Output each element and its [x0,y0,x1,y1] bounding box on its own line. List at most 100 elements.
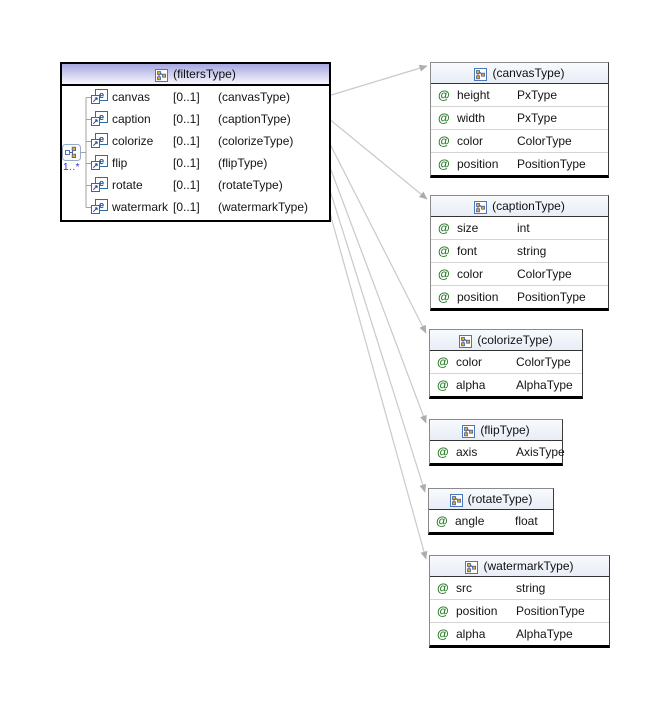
attribute-type: float [515,514,538,528]
element-type: (canvasType) [218,90,291,104]
occurrence-label: 1..* [63,162,81,173]
element-icon: e [91,199,108,214]
type-box-filtersType[interactable]: (filtersType) 1..* [60,62,331,222]
element-row-flip[interactable]: e flip [0..1] (flipType) [62,152,329,174]
attribute-icon: @ [438,88,450,102]
attribute-row[interactable]: @ size int [431,217,608,239]
type-box-title: (canvasType) [492,66,565,80]
attribute-name: size [457,221,479,235]
attribute-row[interactable]: @ color ColorType [431,262,608,285]
element-name: colorize [112,134,154,148]
element-name: watermark [112,200,169,214]
complex-type-icon [459,334,473,348]
attribute-name: color [456,355,483,369]
type-box-title: (flipType) [480,423,530,437]
sequence-compositor-icon[interactable] [62,144,81,161]
attribute-row[interactable]: @ height PxType [431,84,608,106]
attribute-row[interactable]: @ src string [430,577,609,599]
type-box-header[interactable]: (rotateType) [429,489,553,510]
element-row-canvas[interactable]: e canvas [0..1] (canvasType) [62,86,329,108]
type-box-header[interactable]: (flipType) [430,420,562,441]
attribute-type: PositionType [517,290,586,304]
element-name: flip [112,156,128,170]
attribute-row[interactable]: @ axis AxisType [430,441,565,463]
attribute-name: alpha [456,627,486,641]
connector-rotate [327,183,427,493]
element-name: canvas [112,90,151,104]
attribute-row[interactable]: @ position PositionType [430,599,609,622]
attribute-type: string [516,581,546,595]
attribute-icon: @ [437,355,449,369]
complex-type-icon [465,560,479,574]
filters-box-body: 1..* e canvas [0..1] (canvasType) [62,86,329,220]
svg-text:e: e [99,200,104,211]
svg-text:e: e [99,178,104,189]
element-type: (flipType) [218,156,268,170]
attribute-icon: @ [437,378,449,392]
svg-text:e: e [99,90,104,101]
element-type: (colorizeType) [218,134,294,148]
element-cardinality: [0..1] [173,156,200,170]
type-box-title: (watermarkType) [483,559,574,573]
type-box-header[interactable]: (canvasType) [431,63,608,84]
filters-box-header[interactable]: (filtersType) [62,64,329,86]
type-box-header[interactable]: (captionType) [431,196,608,217]
element-icon: e [91,111,108,126]
attribute-icon: @ [438,244,450,258]
attribute-type: AxisType [516,445,565,459]
element-icon: e [91,177,108,192]
attribute-name: position [457,290,499,304]
connector-flip [327,161,427,424]
attribute-row[interactable]: @ alpha AlphaType [430,373,582,396]
attribute-name: axis [456,445,478,459]
element-row-watermark[interactable]: e watermark [0..1] (watermarkType) [62,196,329,218]
attribute-type: AlphaType [516,378,573,392]
complex-type-icon [155,68,169,82]
attribute-name: color [457,134,484,148]
type-box-flipType[interactable]: (flipType) @ axis AxisType [429,419,565,466]
complex-type-icon [462,424,476,438]
attribute-name: position [456,604,498,618]
attribute-row[interactable]: @ color ColorType [430,351,582,373]
type-box-colorizeType[interactable]: (colorizeType) @ color ColorType @ alpha… [429,329,583,399]
attribute-icon: @ [437,627,449,641]
attribute-row[interactable]: @ alpha AlphaType [430,622,609,645]
connector-canvas [327,64,428,97]
connector-watermark [327,205,428,560]
element-row-caption[interactable]: e caption [0..1] (captionType) [62,108,329,130]
type-box-title: (captionType) [492,199,565,213]
type-box-header[interactable]: (watermarkType) [430,556,609,577]
attribute-type: PxType [517,111,558,125]
element-cardinality: [0..1] [173,134,200,148]
attribute-type: ColorType [516,355,571,369]
element-row-colorize[interactable]: e colorize [0..1] (colorizeType) [62,130,329,152]
attribute-row[interactable]: @ position PositionType [431,285,608,308]
attribute-type: PxType [517,88,558,102]
element-cardinality: [0..1] [173,200,200,214]
type-box-canvasType[interactable]: (canvasType) @ height PxType @ width PxT… [430,62,609,178]
type-box-watermarkType[interactable]: (watermarkType) @ src string @ position … [429,555,610,648]
attribute-row[interactable]: @ width PxType [431,106,608,129]
connector-colorize [327,139,427,334]
attribute-row[interactable]: @ font string [431,239,608,262]
attribute-type: ColorType [517,267,572,281]
type-box-title: (rotateType) [467,492,533,506]
attribute-name: height [457,88,490,102]
type-box-captionType[interactable]: (captionType) @ size int @ font string @… [430,195,609,311]
element-row-rotate[interactable]: e rotate [0..1] (rotateType) [62,174,329,196]
type-box-title: (colorizeType) [477,333,553,347]
type-box-header[interactable]: (colorizeType) [430,330,582,351]
element-icon: e [91,133,108,148]
element-cardinality: [0..1] [173,112,200,126]
attribute-icon: @ [437,445,449,459]
attribute-row[interactable]: @ angle float [429,510,553,532]
attribute-type: ColorType [517,134,572,148]
attribute-icon: @ [438,221,450,235]
element-cardinality: [0..1] [173,90,200,104]
connector-caption [327,117,428,200]
attribute-row[interactable]: @ color ColorType [431,129,608,152]
element-icon: e [91,89,108,104]
attribute-row[interactable]: @ position PositionType [431,152,608,175]
type-box-rotateType[interactable]: (rotateType) @ angle float [428,488,554,535]
